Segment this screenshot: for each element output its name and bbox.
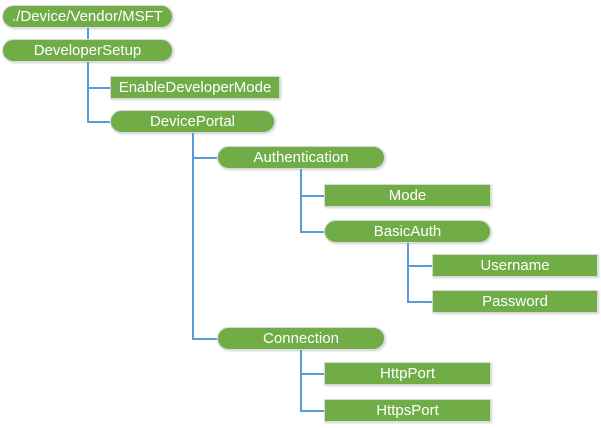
tree-node-enable-developer-mode: EnableDeveloperMode bbox=[110, 76, 280, 99]
tree-node-connection: Connection bbox=[217, 327, 385, 350]
tree-node-basic-auth: BasicAuth bbox=[324, 220, 491, 243]
connector-authentication-mode bbox=[300, 195, 324, 197]
connector-developer-setup-enable-developer-mode bbox=[87, 87, 110, 89]
tree-node-http-port: HttpPort bbox=[324, 362, 491, 385]
connector-trunk-authentication bbox=[300, 169, 302, 233]
tree-node-device-portal: DevicePortal bbox=[110, 110, 275, 133]
connector-connection-http-port bbox=[300, 373, 324, 375]
connector-trunk-connection bbox=[300, 350, 302, 412]
tree-node-password: Password bbox=[432, 290, 598, 313]
tree-node-authentication: Authentication bbox=[217, 146, 385, 169]
connector-device-portal-connection bbox=[192, 338, 217, 340]
connector-device-portal-authentication bbox=[192, 157, 217, 159]
tree-node-root: ./Device/Vendor/MSFT bbox=[2, 5, 173, 28]
connector-trunk-device-portal bbox=[192, 133, 194, 340]
connector-developer-setup-device-portal bbox=[87, 121, 110, 123]
connector-root-developer-setup bbox=[87, 28, 89, 39]
connector-authentication-basic-auth bbox=[300, 231, 324, 233]
tree-node-mode: Mode bbox=[324, 184, 491, 207]
tree-node-developer-setup: DeveloperSetup bbox=[2, 39, 173, 62]
connector-connection-https-port bbox=[300, 410, 324, 412]
connector-basic-auth-username bbox=[407, 265, 432, 267]
tree-node-username: Username bbox=[432, 254, 598, 277]
tree-node-https-port: HttpsPort bbox=[324, 399, 491, 422]
connector-basic-auth-password bbox=[407, 301, 432, 303]
connector-trunk-developer-setup bbox=[87, 62, 89, 123]
connector-trunk-basic-auth bbox=[407, 243, 409, 303]
